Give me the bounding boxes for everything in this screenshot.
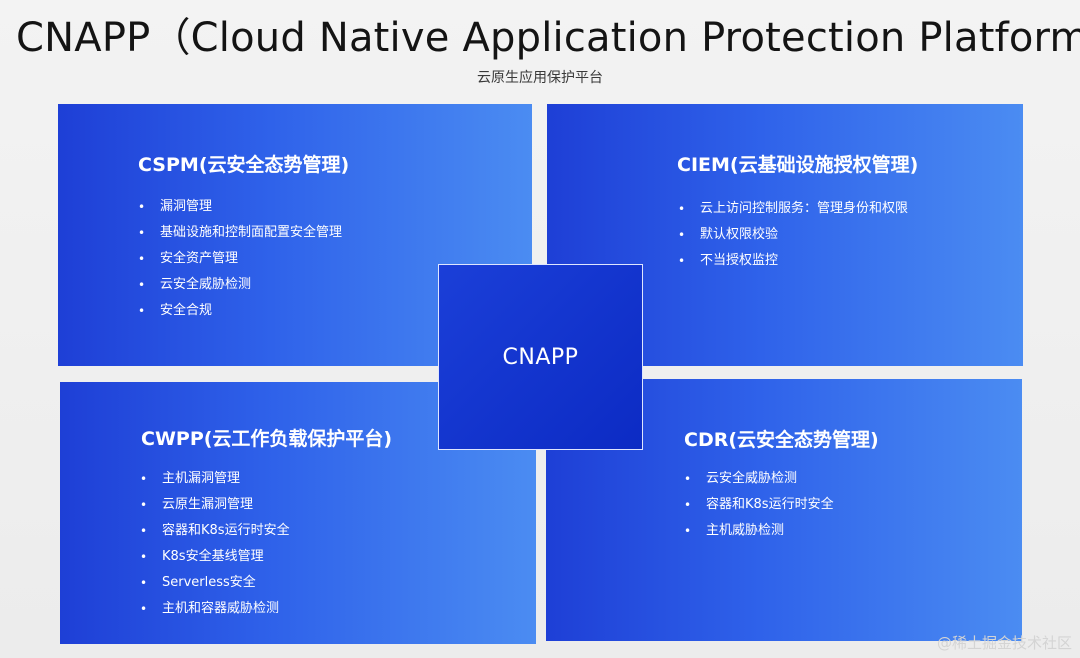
list-item: 安全合规 bbox=[138, 298, 342, 324]
list-item: 不当授权监控 bbox=[678, 248, 908, 274]
list-item: 基础设施和控制面配置安全管理 bbox=[138, 220, 342, 246]
cwpp-title: CWPP(云工作负载保护平台) bbox=[141, 428, 393, 450]
list-item: 云原生漏洞管理 bbox=[140, 492, 290, 518]
cwpp-list: 主机漏洞管理 云原生漏洞管理 容器和K8s运行时安全 K8s安全基线管理 Ser… bbox=[140, 466, 290, 622]
list-item: 漏洞管理 bbox=[138, 194, 342, 220]
list-item: Serverless安全 bbox=[140, 570, 290, 596]
list-item: 主机威胁检测 bbox=[684, 518, 834, 544]
list-item: 云上访问控制服务：管理身份和权限 bbox=[678, 196, 908, 222]
list-item: 安全资产管理 bbox=[138, 246, 342, 272]
ciem-title: CIEM(云基础设施授权管理) bbox=[677, 154, 919, 176]
list-item: 容器和K8s运行时安全 bbox=[684, 492, 834, 518]
list-item: 主机漏洞管理 bbox=[140, 466, 290, 492]
cspm-panel: CSPM(云安全态势管理) 漏洞管理 基础设施和控制面配置安全管理 安全资产管理… bbox=[58, 104, 532, 366]
list-item: 容器和K8s运行时安全 bbox=[140, 518, 290, 544]
watermark: @稀土掘金技术社区 bbox=[936, 634, 1072, 652]
list-item: 云安全威胁检测 bbox=[138, 272, 342, 298]
ciem-list: 云上访问控制服务：管理身份和权限 默认权限校验 不当授权监控 bbox=[678, 196, 908, 274]
page-title: CNAPP（Cloud Native Application Protectio… bbox=[16, 15, 1080, 61]
cnapp-center-label: CNAPP bbox=[502, 344, 579, 370]
cspm-list: 漏洞管理 基础设施和控制面配置安全管理 安全资产管理 云安全威胁检测 安全合规 bbox=[138, 194, 342, 324]
cnapp-center-box: CNAPP bbox=[438, 264, 643, 450]
list-item: K8s安全基线管理 bbox=[140, 544, 290, 570]
page-subtitle: 云原生应用保护平台 bbox=[477, 70, 603, 86]
cdr-title: CDR(云安全态势管理) bbox=[684, 429, 879, 451]
cspm-title: CSPM(云安全态势管理) bbox=[138, 154, 350, 176]
cdr-list: 云安全威胁检测 容器和K8s运行时安全 主机威胁检测 bbox=[684, 466, 834, 544]
list-item: 默认权限校验 bbox=[678, 222, 908, 248]
list-item: 主机和容器威胁检测 bbox=[140, 596, 290, 622]
list-item: 云安全威胁检测 bbox=[684, 466, 834, 492]
